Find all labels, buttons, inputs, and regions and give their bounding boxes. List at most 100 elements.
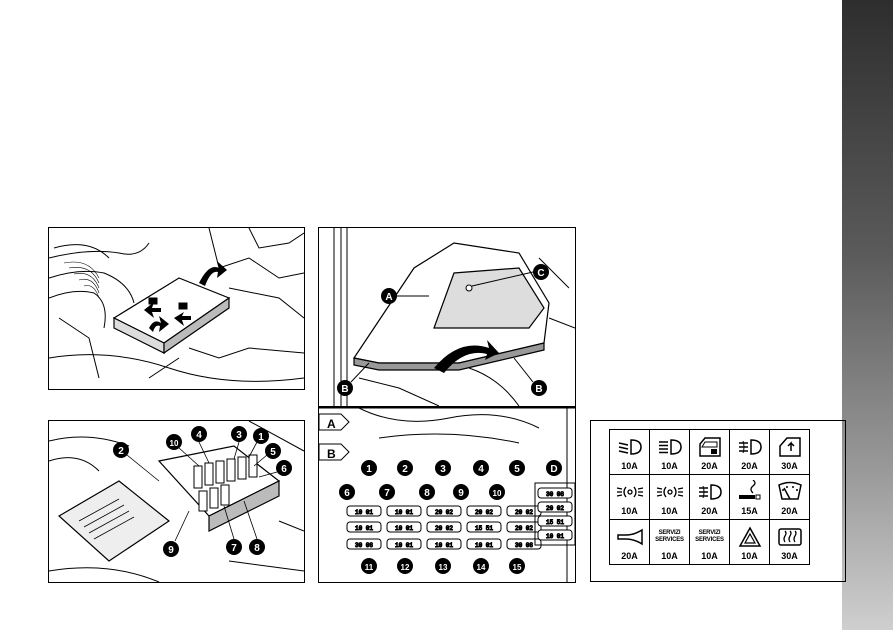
dipped-beam-icon: [610, 435, 649, 459]
fuse-rating: 10 01: [355, 509, 373, 516]
svg-text:15: 15: [513, 563, 522, 572]
svg-text:5: 5: [270, 447, 276, 458]
svg-text:4: 4: [478, 464, 484, 475]
chapter-tab: [842, 0, 893, 630]
callout-2: 2: [397, 460, 413, 476]
fuse-slot: [466, 538, 502, 550]
callout-C: C: [471, 264, 549, 287]
fuse-slot: [386, 505, 422, 517]
svg-text:6: 6: [281, 464, 287, 475]
callout-6: 6: [276, 460, 292, 476]
svg-text:3: 3: [440, 464, 446, 475]
svg-text:A: A: [385, 292, 392, 303]
fuse-amperage: 30A: [781, 461, 798, 471]
fuse-rating: 10 01: [395, 542, 413, 549]
fuse-slot: [386, 521, 422, 533]
fuse-slot: [346, 538, 382, 550]
callout-3: 3: [435, 460, 451, 476]
fuse-legend-cell: 30A: [769, 429, 810, 475]
svg-text:1: 1: [366, 464, 372, 475]
callout-A: A: [381, 288, 429, 304]
fuse-slot: [506, 521, 542, 533]
callout-5: 5: [265, 443, 281, 459]
hazard-icon: [730, 525, 769, 549]
svg-text:7: 7: [384, 488, 390, 499]
fuse-amperage: 20A: [741, 461, 758, 471]
fuse-rating: 10 01: [395, 525, 413, 532]
main-beam-icon: [650, 435, 689, 459]
fuse-rating: 15 51: [475, 525, 493, 532]
callout-7: 7: [379, 484, 395, 500]
callout-9: 9: [163, 541, 179, 557]
svg-text:C: C: [537, 268, 544, 279]
callout-3: 3: [231, 426, 247, 442]
fuse-rating: 30 08: [355, 542, 373, 549]
callout-D: D: [546, 460, 562, 476]
fuse-legend-cell: 15A: [729, 474, 770, 520]
callout-12: 12: [397, 558, 413, 574]
svg-text:12: 12: [401, 563, 410, 572]
callout-9: 9: [453, 484, 469, 500]
callout-15: 15: [509, 558, 525, 574]
front-fog-icon: [690, 480, 729, 504]
fuse-slot: [426, 521, 462, 533]
callout-5: 5: [509, 460, 525, 476]
fuse-legend-cell: 10A: [649, 474, 690, 520]
fuse-legend-cell: 20A: [689, 429, 730, 475]
cigar-lighter-icon: [730, 480, 769, 504]
fuse-amperage: 20A: [781, 506, 798, 516]
callout-10: 10: [489, 484, 505, 500]
fuse-rating: 20 02: [435, 509, 453, 516]
fuse-rating: 10 01: [355, 525, 373, 532]
fuse-slot: [537, 501, 573, 513]
figure-fusebox-cover: [48, 227, 305, 390]
callout-4: 4: [191, 426, 207, 442]
callout-1: 1: [361, 460, 377, 476]
callout-B-left: B: [337, 362, 370, 396]
fuse-rating: 10 01: [546, 533, 564, 540]
svg-text:B: B: [535, 384, 542, 395]
svg-text:3: 3: [236, 430, 242, 441]
fuse-legend-cell: 20A: [729, 429, 770, 475]
rear-demister-icon: [770, 525, 809, 549]
fuse-rating: 20 02: [435, 525, 453, 532]
fuse-slot: [466, 505, 502, 517]
fuse-legend-cell: 10A: [609, 474, 650, 520]
fuse-amperage: 10A: [661, 506, 678, 516]
callout-10: 10: [166, 434, 182, 450]
svg-text:8: 8: [254, 543, 260, 554]
door-lock-icon: [690, 435, 729, 459]
front-fog-icon: [730, 435, 769, 459]
fuse-rating: 20 02: [546, 505, 564, 512]
fuse-legend-cell: 10A: [729, 519, 770, 565]
callout-4: 4: [473, 460, 489, 476]
fuse-rating: 20 02: [515, 525, 533, 532]
svg-text:2: 2: [402, 464, 408, 475]
fuse-slot: [506, 538, 542, 550]
callout-13: 13: [435, 558, 451, 574]
fuse-amperage: 30A: [781, 551, 798, 561]
fuse-legend-cell: 20A: [609, 519, 650, 565]
svg-text:9: 9: [168, 545, 174, 556]
fuse-amperage: 10A: [661, 461, 678, 471]
figure-cover-removal: A C B B: [318, 227, 576, 407]
fuse-column-d: [534, 482, 575, 546]
fuse-slot: [346, 505, 382, 517]
fuse-amperage: 10A: [661, 551, 678, 561]
callout-11: 11: [361, 558, 377, 574]
svg-text:7: 7: [231, 543, 237, 554]
callout-B-right: B: [513, 357, 547, 396]
svg-text:6: 6: [344, 488, 350, 499]
fuse-rating: 20 02: [475, 509, 493, 516]
fuse-slot: [537, 529, 573, 541]
fuse-amperage: 20A: [701, 506, 718, 516]
callout-8: 8: [419, 484, 435, 500]
fuse-slot: [386, 538, 422, 550]
fuse-legend-cell: 20A: [769, 474, 810, 520]
fuse-amperage: 10A: [741, 551, 758, 561]
